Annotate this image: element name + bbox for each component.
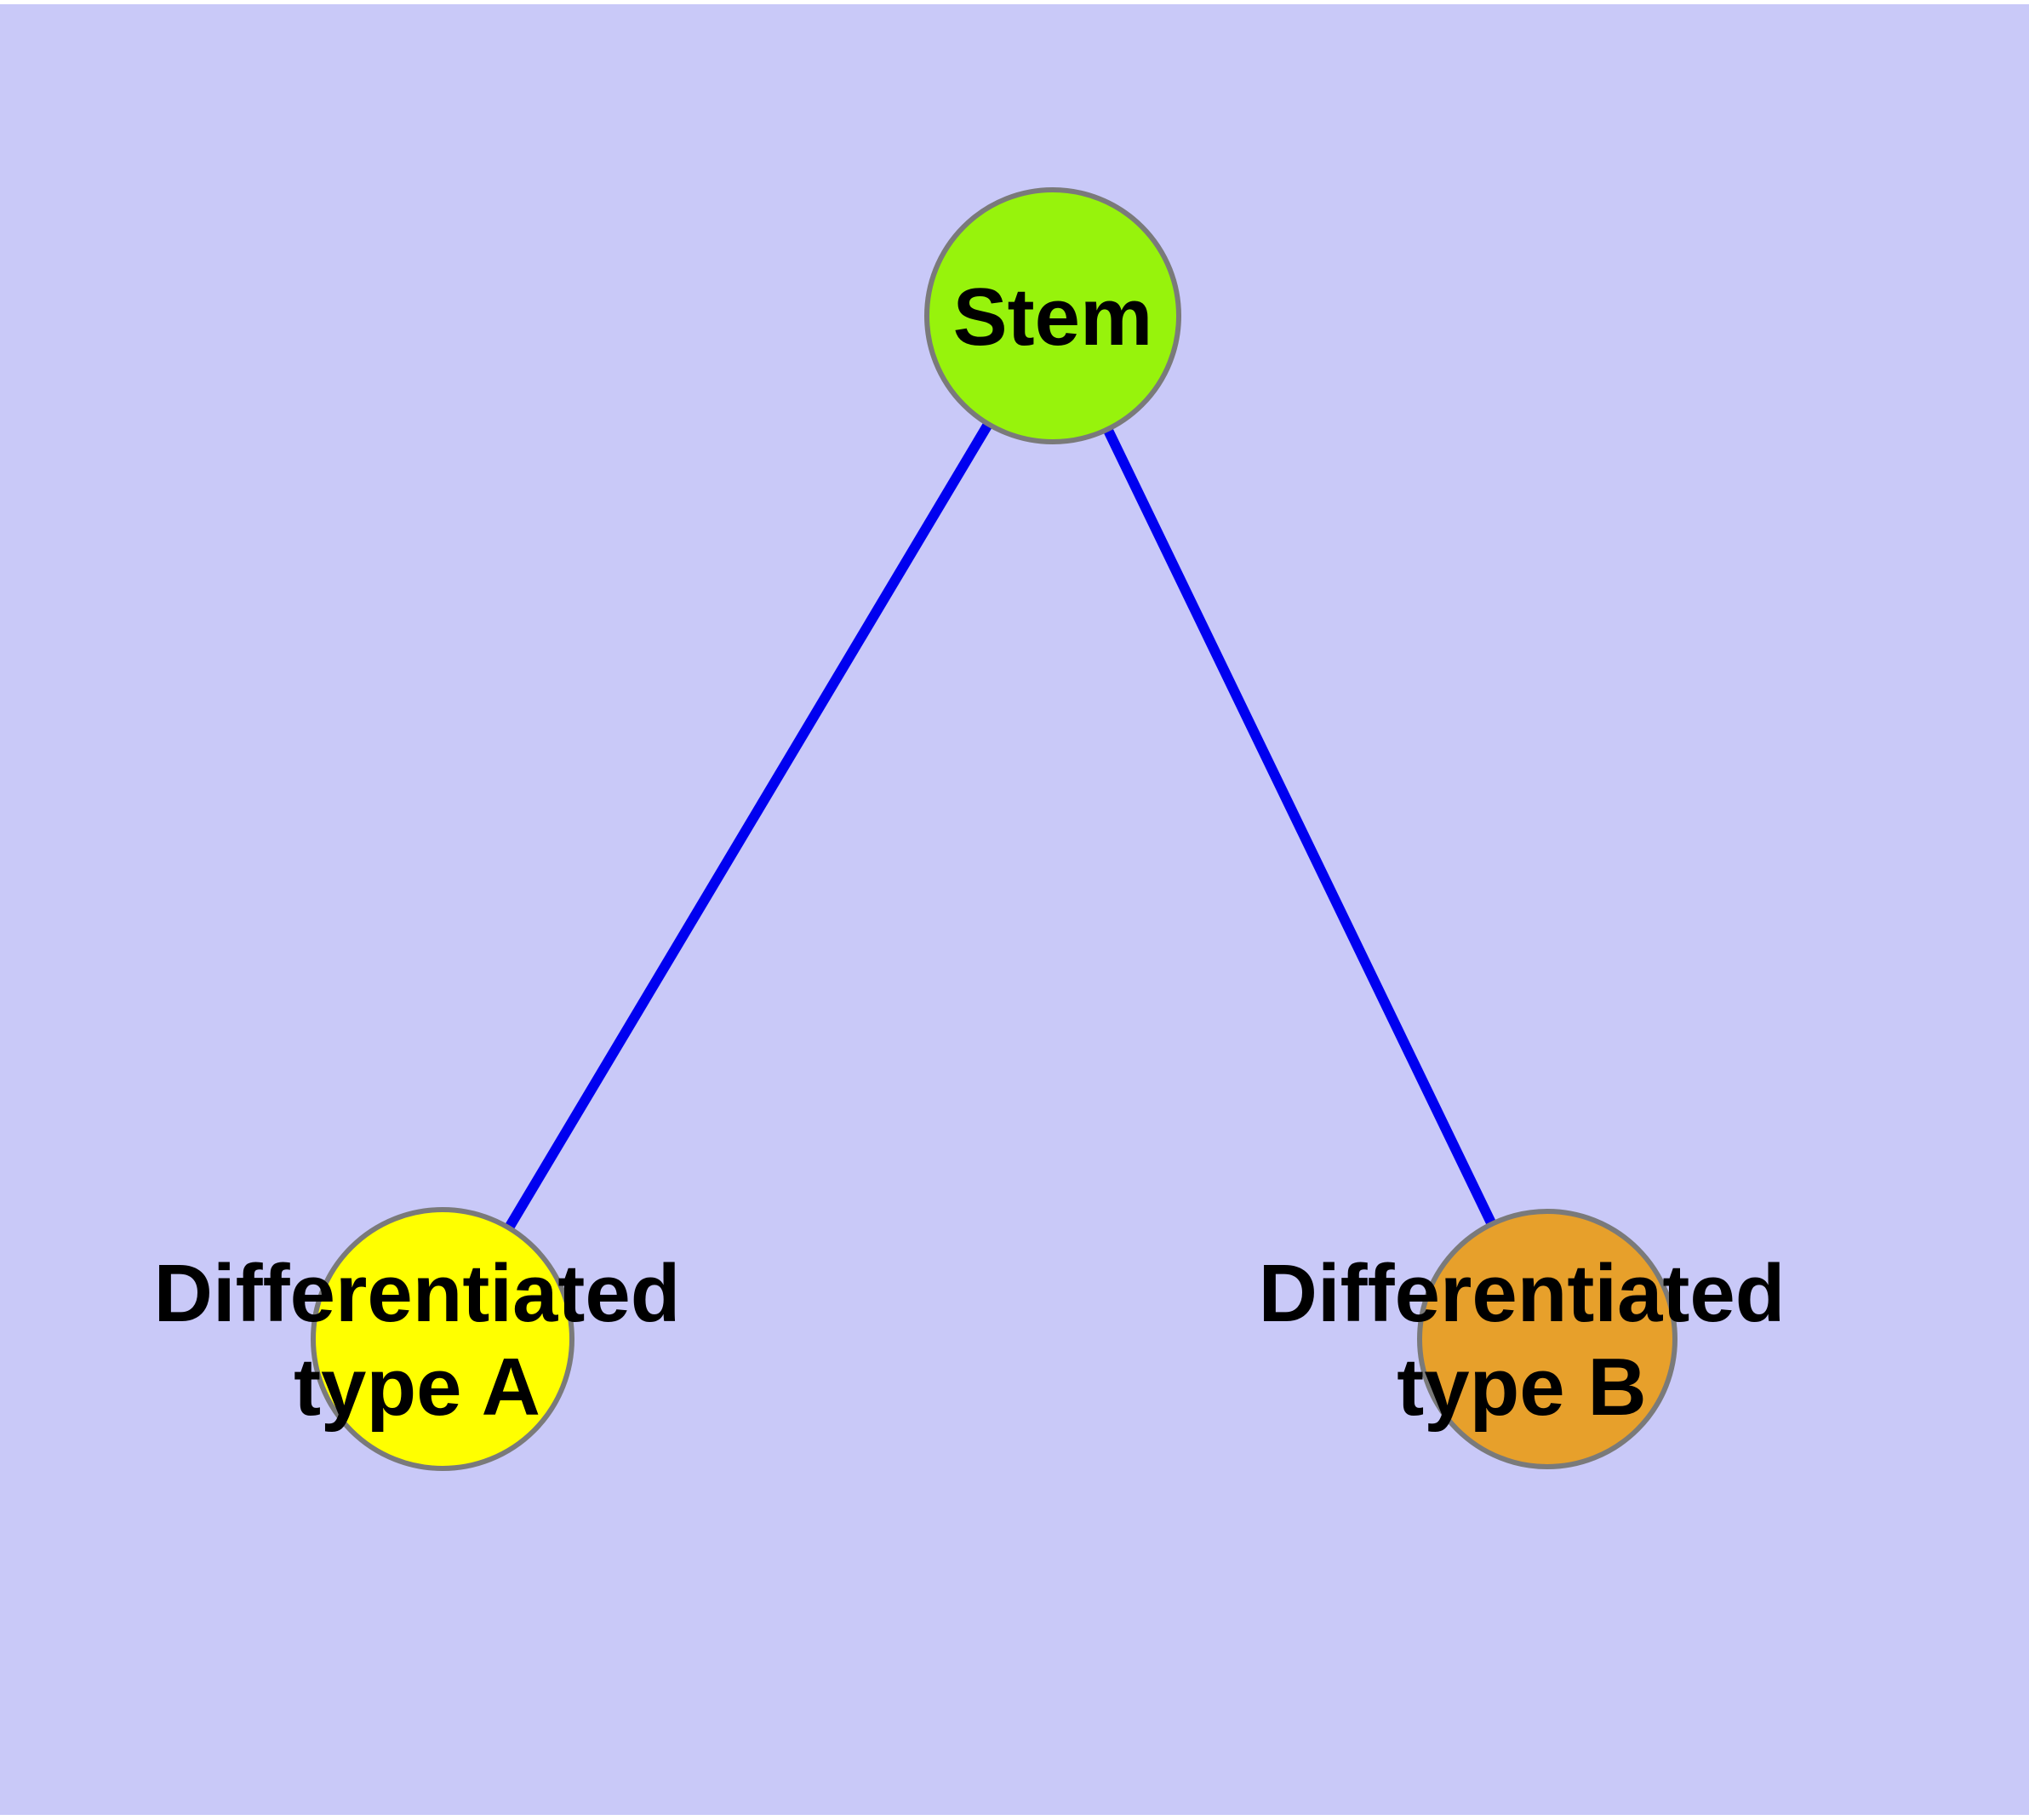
stem-node-label: Stem [953,272,1153,363]
type-b-node [1417,1209,1677,1469]
type-b-node-label-line2: type B [1397,1342,1646,1433]
edge-stem-to-type-b [1048,313,1552,1342]
type-b-node-label-line1: Differentiated [1259,1248,1786,1339]
edge-stem-to-type-a [437,312,1058,1342]
type-a-node [311,1207,574,1471]
stem-node [924,187,1181,444]
type-a-node-label-line1: Differentiated [154,1248,681,1339]
type-a-node-label-line2: type A [294,1342,540,1433]
